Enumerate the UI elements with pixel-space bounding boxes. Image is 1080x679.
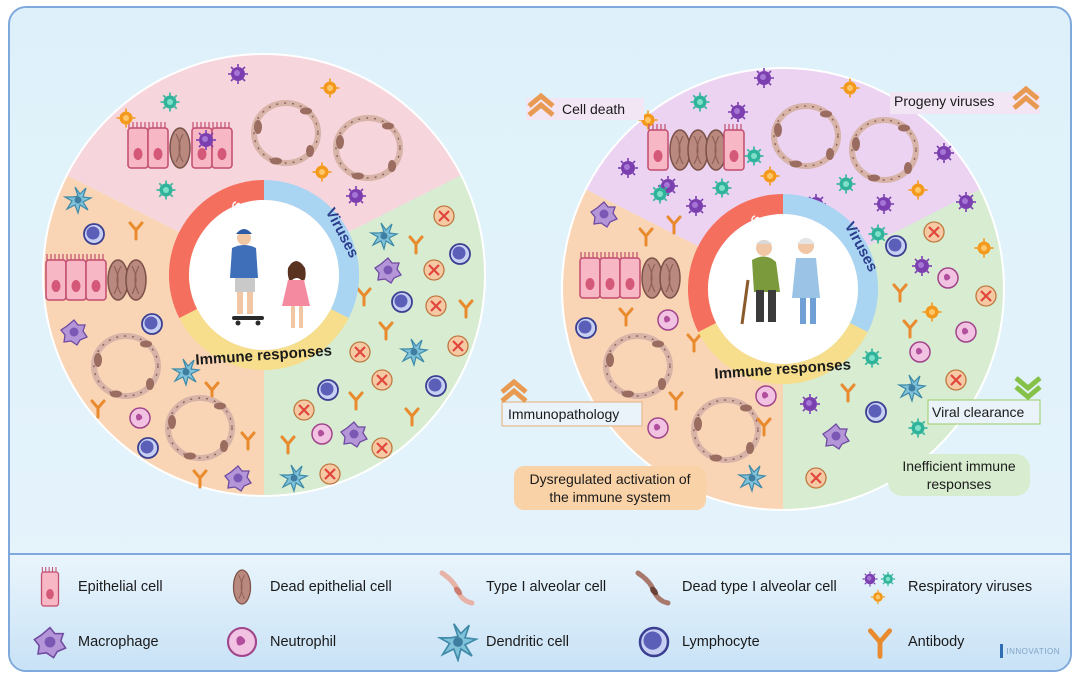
legend-dead-type1-label: Dead type I alveolar cell (682, 579, 837, 595)
watermark: INNOVATION (1000, 644, 1060, 658)
legend-epithelial-label: Epithelial cell (78, 579, 163, 595)
callout-dysregulated: Dysregulated activation of the immune sy… (514, 466, 706, 510)
left-ring-host (168, 179, 264, 319)
lymphocyte-icon (638, 626, 670, 658)
legend-macrophage-label: Macrophage (78, 634, 159, 650)
legend-epithelial: Epithelial cell (28, 567, 163, 607)
figure-frame: Host tissues Viruses Immune responses (8, 6, 1072, 672)
callout-immunopathology: Immunopathology (502, 382, 643, 427)
legend-lymphocyte-label: Lymphocyte (682, 634, 760, 650)
callout-viral-clearance: Viral clearance (927, 378, 1040, 425)
right-ring-viruses (783, 193, 879, 333)
legend-dead-epithelial-label: Dead epithelial cell (270, 579, 392, 595)
legend-dead-epithelial: Dead epithelial cell (220, 567, 392, 607)
legend-viruses-label: Respiratory viruses (908, 579, 1033, 595)
callout-cell-death-label: Cell death (562, 101, 625, 117)
dead-epithelial-cell-icon (232, 569, 252, 605)
watermark-logo-icon (1000, 644, 1004, 658)
legend-lymphocyte: Lymphocyte (632, 622, 760, 662)
children-illustration (230, 229, 310, 328)
callout-inefficient-line2: responses (927, 476, 992, 492)
left-ring-immune (179, 309, 349, 371)
right-ring-center (708, 214, 858, 364)
type-i-alveolar-cell-icon (439, 570, 475, 606)
legend-divider (10, 553, 1070, 555)
macrophage-icon (33, 626, 67, 659)
antibody-icon (858, 622, 902, 662)
watermark-text: INNOVATION (1006, 646, 1060, 656)
legend-dendritic-label: Dendritic cell (486, 634, 569, 650)
callout-dysregulated-line2: the immune system (549, 489, 670, 505)
dead-type-i-alveolar-cell-icon (635, 570, 671, 606)
legend: Epithelial cell Dead epithelial cell Typ… (10, 555, 1070, 670)
left-circle: Host tissues Viruses Immune responses (42, 53, 486, 497)
legend-neutrophil: Neutrophil (220, 622, 336, 662)
legend-type1: Type I alveolar cell (436, 567, 606, 607)
callout-inefficient: Inefficient immune responses (888, 454, 1030, 496)
callout-progeny-viruses-label: Progeny viruses (894, 93, 994, 109)
right-circle: Host tissues Viruses Immune responses (561, 67, 1005, 511)
legend-macrophage: Macrophage (28, 622, 159, 662)
legend-neutrophil-label: Neutrophil (270, 634, 337, 650)
legend-viruses: Respiratory viruses (858, 567, 1032, 607)
legend-dead-type1: Dead type I alveolar cell (632, 567, 837, 607)
elderly-illustration (740, 238, 820, 325)
legend-dendritic: Dendritic cell (436, 622, 569, 662)
callout-cell-death: Cell death (526, 96, 644, 120)
callout-immunopathology-label: Immunopathology (508, 406, 619, 422)
callout-progeny-viruses: Progeny viruses (890, 89, 1040, 114)
legend-antibody: Antibody (858, 622, 964, 662)
diagram-canvas: Host tissues Viruses Immune responses (42, 53, 1072, 511)
callout-dysregulated-line1: Dysregulated activation of (529, 471, 690, 487)
callout-viral-clearance-label: Viral clearance (932, 404, 1025, 420)
legend-antibody-label: Antibody (908, 634, 965, 650)
left-ring-viruses (264, 179, 360, 319)
right-ring-immune (698, 323, 868, 385)
callout-inefficient-line1: Inefficient immune (902, 458, 1016, 474)
left-ring-center (189, 200, 339, 350)
left-sector-host (66, 53, 462, 275)
epithelial-cell-icon (40, 567, 60, 607)
dendritic-cell-icon (438, 622, 478, 662)
legend-type1-label: Type I alveolar cell (486, 579, 607, 595)
respiratory-viruses-icon (861, 570, 896, 605)
neutrophil-icon (226, 626, 258, 658)
right-ring-host (687, 193, 783, 333)
